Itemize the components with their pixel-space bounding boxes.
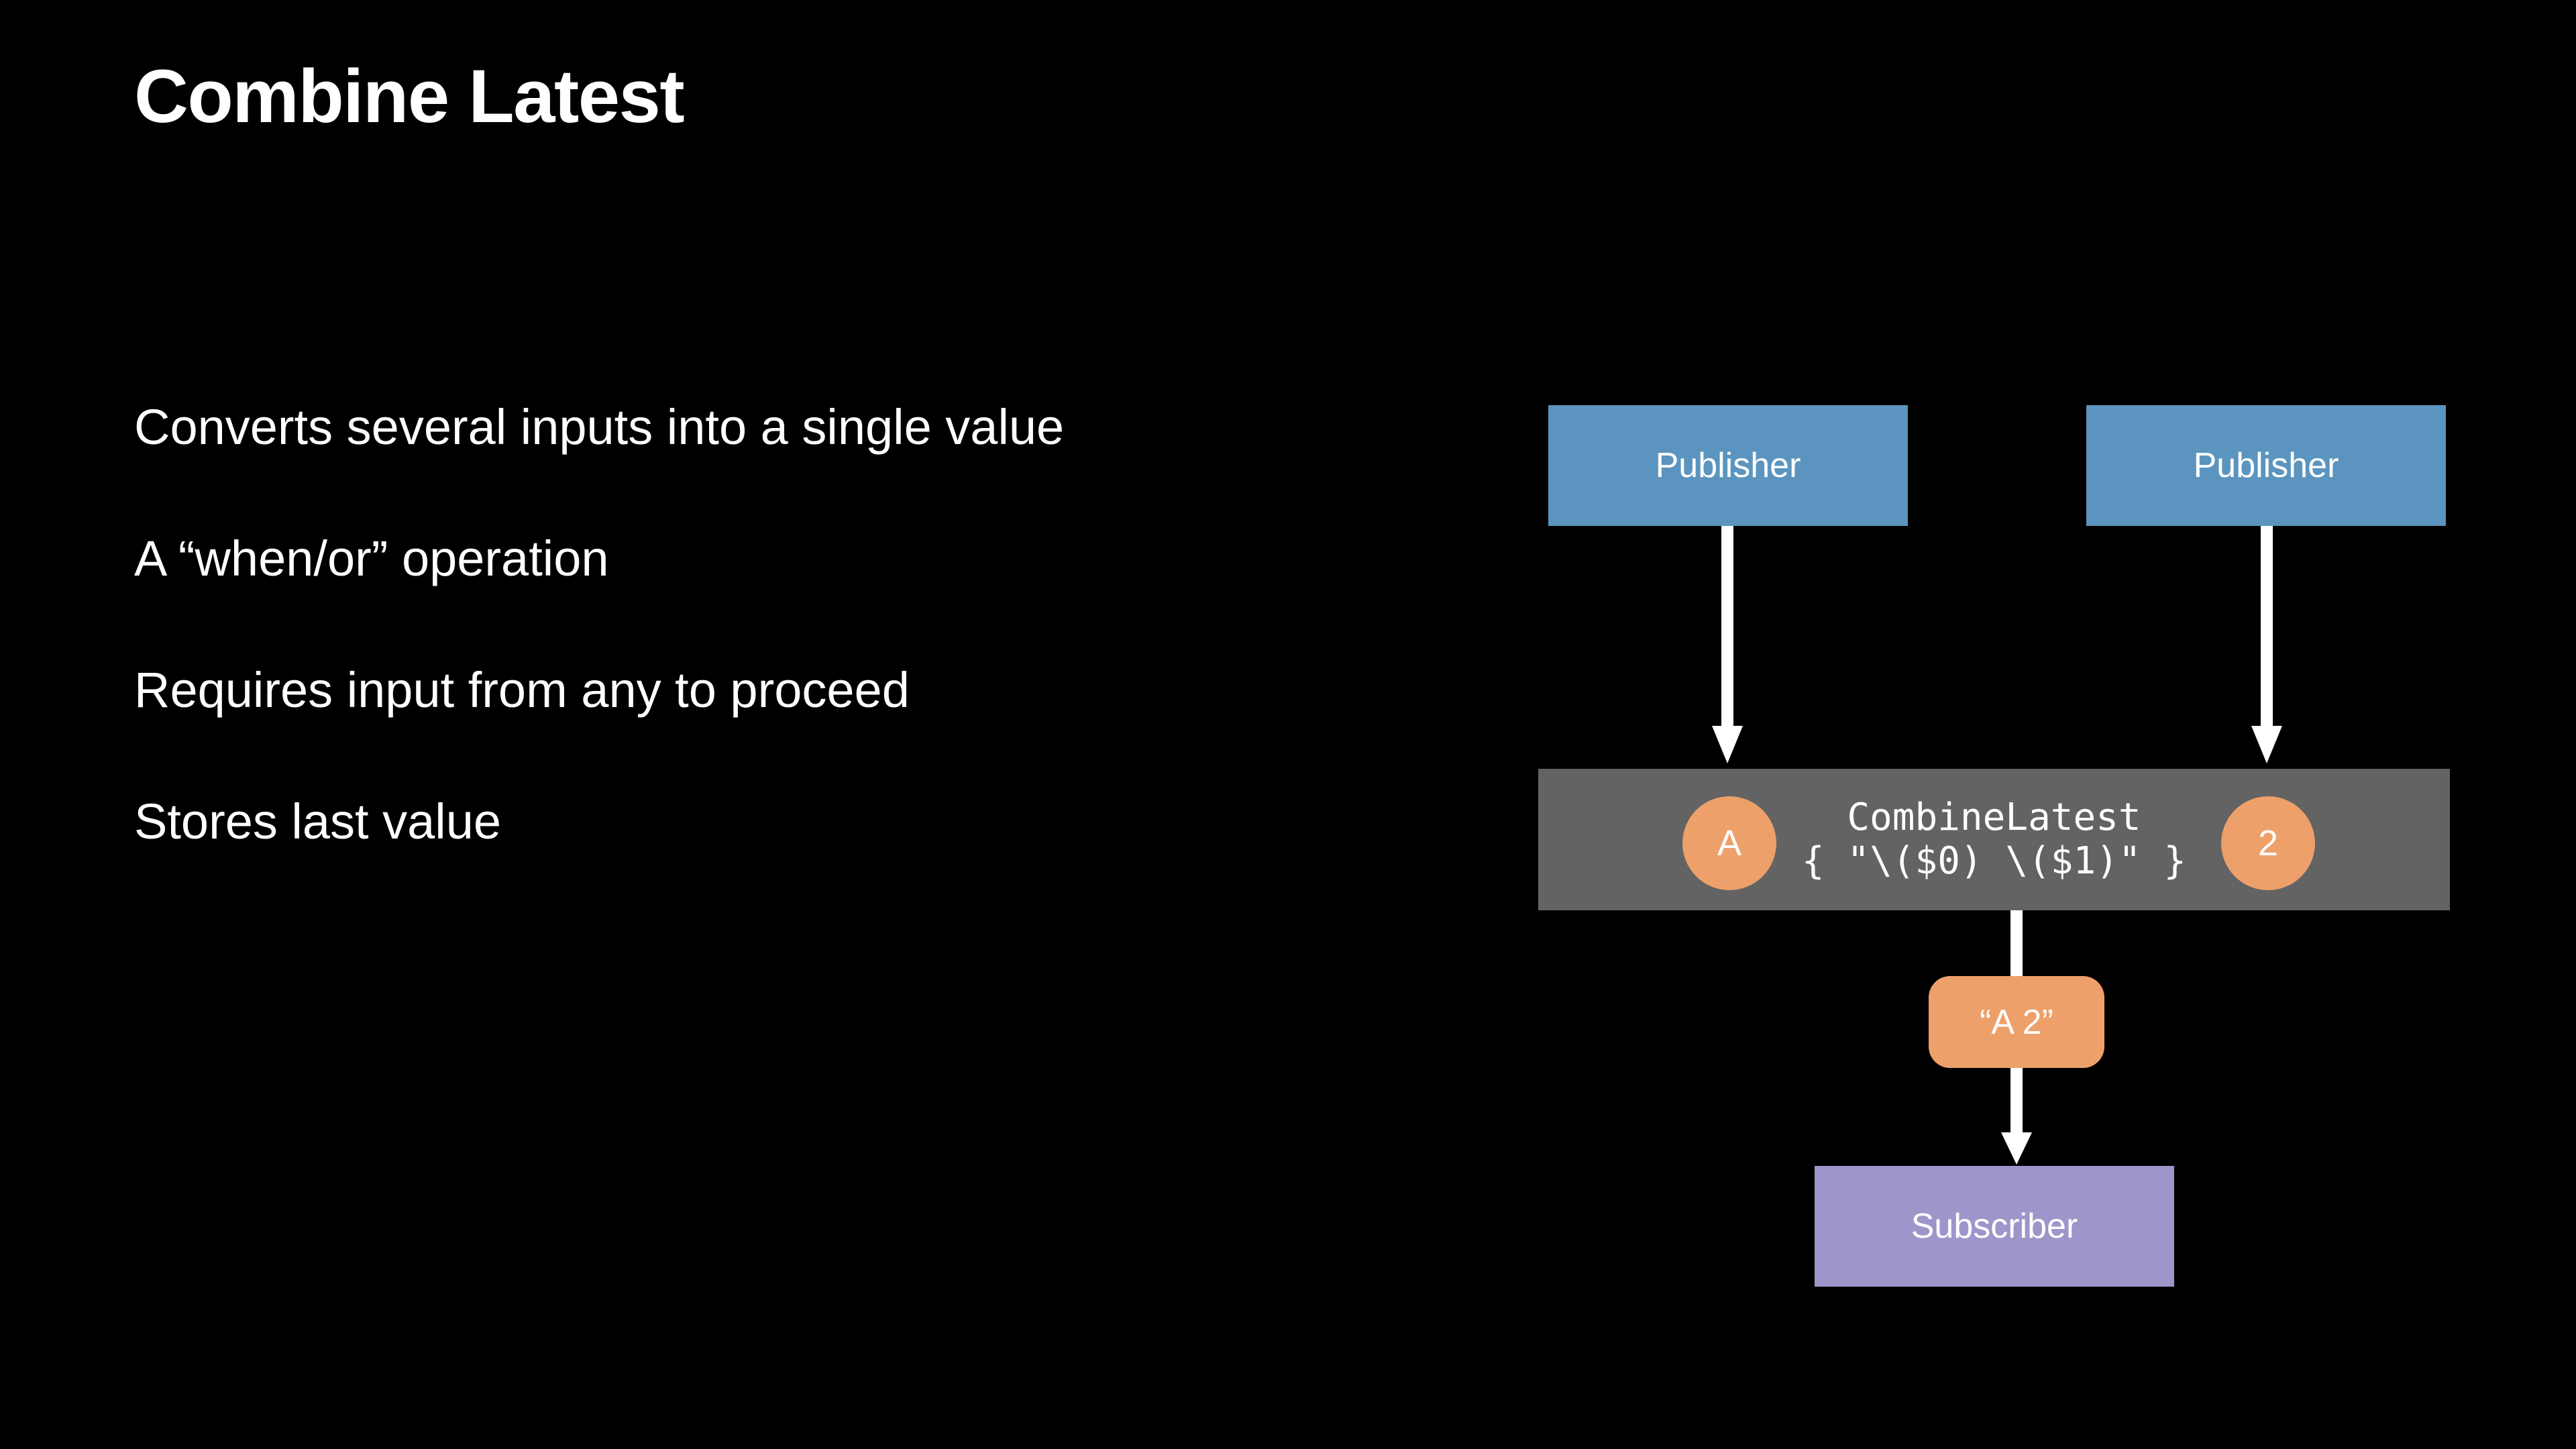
publisher-left-label: Publisher [1655, 446, 1801, 485]
page-title: Combine Latest [134, 54, 685, 138]
bullet-item-3: Requires input from any to proceed [134, 662, 910, 718]
operator-closure: { "\($0) \($1)" } [1801, 839, 2187, 883]
input-token-left-label: A [1717, 823, 1742, 863]
arrow-publisher-right-to-operator [2251, 526, 2282, 763]
arrow-operator-to-value [2010, 910, 2023, 979]
subscriber-label: Subscriber [1911, 1207, 2078, 1246]
output-value-label: “A 2” [1980, 1002, 2053, 1042]
arrow-publisher-left-to-operator [1712, 523, 1743, 763]
operator-code: CombineLatest { "\($0) \($1)" } [1538, 769, 2450, 910]
input-token-right[interactable]: 2 [2221, 796, 2315, 890]
input-token-right-label: 2 [2257, 823, 2279, 863]
bullet-item-4: Stores last value [134, 794, 502, 849]
bullet-item-1: Converts several inputs into a single va… [134, 399, 1065, 455]
publisher-right-label: Publisher [2193, 446, 2339, 485]
combine-latest-operator-bar[interactable]: CombineLatest { "\($0) \($1)" } A 2 [1538, 769, 2450, 910]
arrow-value-to-subscriber [2001, 1068, 2032, 1165]
output-value-pill[interactable]: “A 2” [1929, 976, 2104, 1068]
publisher-box-right[interactable]: Publisher [2086, 405, 2446, 526]
bullet-item-2: A “when/or” operation [134, 531, 609, 586]
subscriber-box[interactable]: Subscriber [1815, 1166, 2174, 1287]
publisher-box-left[interactable]: Publisher [1548, 405, 1908, 526]
operator-name: CombineLatest [1847, 795, 2141, 839]
bullet-list: Converts several inputs into a single va… [134, 402, 1409, 847]
input-token-left[interactable]: A [1682, 796, 1776, 890]
